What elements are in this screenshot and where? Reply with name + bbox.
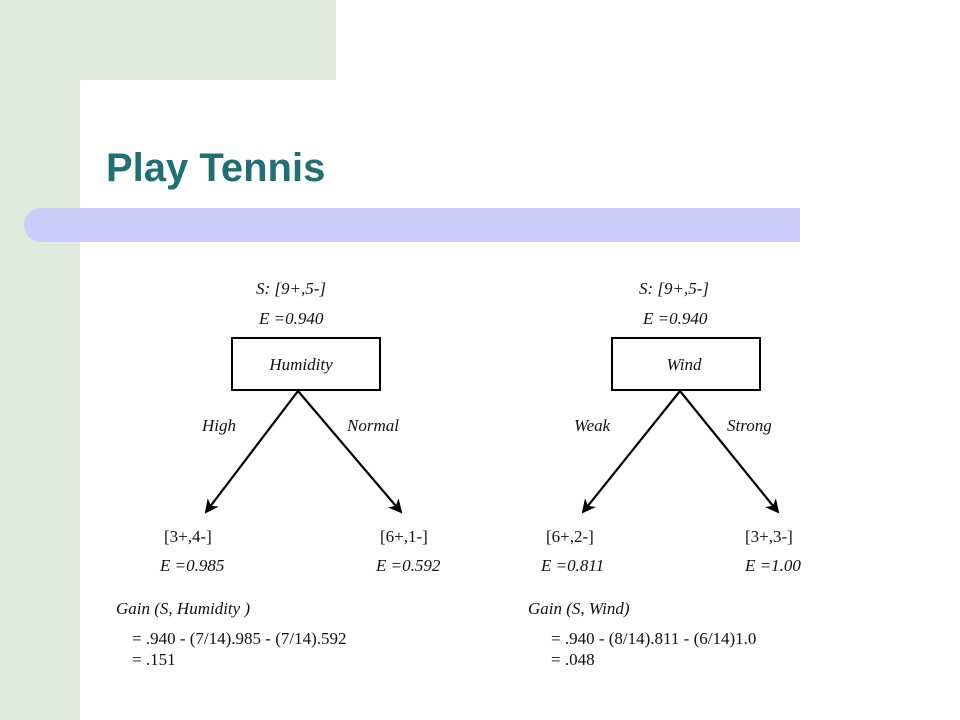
edge-high — [204, 390, 299, 514]
humidity-root-set: S: [9+,5-] — [256, 279, 326, 298]
side-panel — [0, 0, 80, 720]
wind-tree: S: [9+,5-] E =0.940 Wind Weak Strong [6+… — [528, 279, 801, 669]
leaf-strong-set: [3+,3-] — [745, 527, 793, 546]
edge-weak — [581, 390, 681, 514]
gain-humidity-header: Gain (S, Humidity ) — [116, 599, 250, 618]
top-panel — [0, 0, 336, 80]
gain-wind-header: Gain (S, Wind) — [528, 599, 630, 618]
leaf-weak-set: [6+,2-] — [546, 527, 594, 546]
leaf-normal-set: [6+,1-] — [380, 527, 428, 546]
leaf-normal-entropy: E =0.592 — [375, 556, 441, 575]
gain-humidity-formula: = .940 - (7/14).985 - (7/14).592 — [132, 629, 347, 648]
leaf-weak-entropy: E =0.811 — [540, 556, 604, 575]
title-underline-bar — [24, 208, 800, 242]
branch-label-weak: Weak — [574, 416, 611, 435]
wind-root-entropy: E =0.940 — [642, 309, 708, 328]
leaf-high-set: [3+,4-] — [164, 527, 212, 546]
humidity-node-box — [231, 337, 381, 391]
leaf-high-entropy: E =0.985 — [159, 556, 224, 575]
wind-node-box — [611, 337, 761, 391]
humidity-root-entropy: E =0.940 — [258, 309, 324, 328]
branch-label-normal: Normal — [346, 416, 399, 435]
edge-normal — [297, 390, 403, 514]
humidity-tree: S: [9+,5-] E =0.940 Humidity High Normal… — [116, 279, 441, 669]
gain-wind-result: = .048 — [551, 650, 595, 669]
branch-label-strong: Strong — [727, 416, 772, 435]
gain-humidity-result: = .151 — [132, 650, 176, 669]
gain-wind-formula: = .940 - (8/14).811 - (6/14)1.0 — [551, 629, 756, 648]
leaf-strong-entropy: E =1.00 — [744, 556, 801, 575]
branch-label-high: High — [201, 416, 236, 435]
edge-strong — [679, 390, 780, 514]
wind-node-label: Wind — [667, 355, 702, 374]
wind-root-set: S: [9+,5-] — [639, 279, 709, 298]
humidity-node-label: Humidity — [268, 355, 333, 374]
slide-title: Play Tennis — [106, 146, 326, 190]
